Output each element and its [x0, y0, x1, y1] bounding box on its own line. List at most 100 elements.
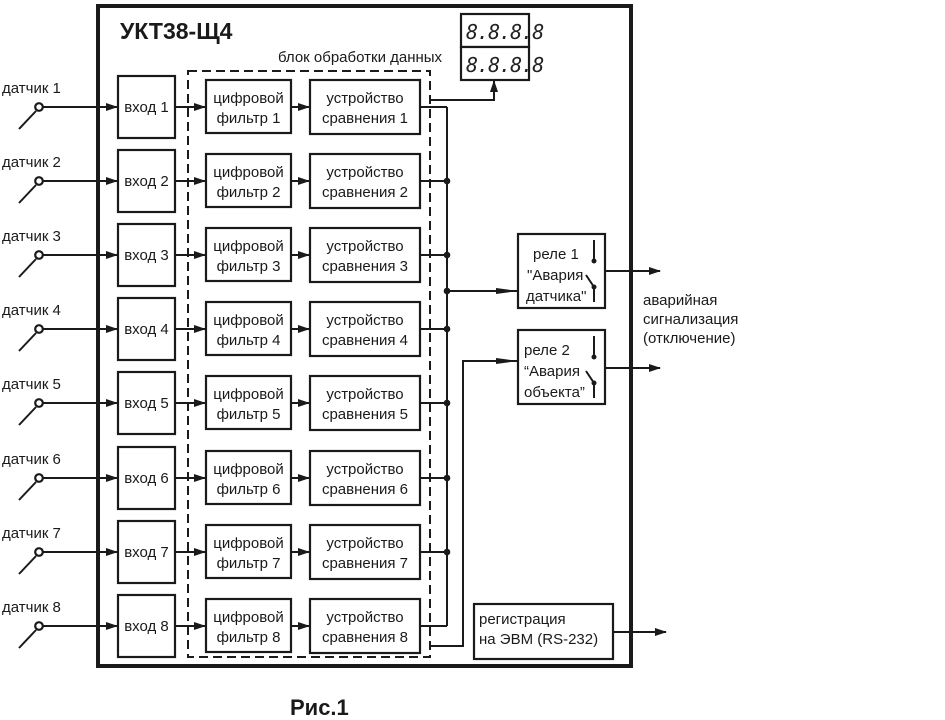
filter-block	[204, 374, 293, 431]
filter-label-2: фильтр 5	[217, 406, 281, 423]
input-block	[116, 148, 177, 214]
sensor-label: датчик 4	[2, 302, 61, 319]
junction-dot	[443, 548, 451, 556]
filter-label-1: цифровой	[213, 238, 284, 255]
processing-block-label: блок обработки данных	[278, 49, 443, 66]
comparator-label-1: устройство	[326, 164, 403, 181]
input-label: вход 5	[124, 395, 169, 412]
relay-2-feed-wire	[430, 358, 518, 647]
relay-2-line-2: “Авария	[524, 363, 580, 380]
input-label: вход 4	[124, 321, 169, 338]
figure-caption: Рис.1	[290, 695, 349, 720]
filter-label-2: фильтр 6	[217, 481, 281, 498]
registration-block: регистрация на ЭВМ (RS-232)	[472, 602, 615, 661]
comparator-label-1: устройство	[326, 312, 403, 329]
display-feed-wire	[430, 80, 498, 101]
comparator-label-2: сравнения 1	[322, 110, 408, 127]
junction-dot	[443, 287, 451, 295]
relay-2-contact-icon	[585, 336, 597, 398]
sensor-icon	[18, 473, 44, 501]
sensor-icon	[18, 250, 44, 278]
comparator-label-1: устройство	[326, 386, 403, 403]
filter-label-2: фильтр 2	[217, 184, 281, 201]
junction-dot	[443, 177, 451, 185]
channel-row: датчик 6 вход 6 цифровой фильтр 6 устройство…	[2, 445, 422, 511]
display-row-1: 8.8.8.8	[466, 20, 543, 44]
relay-1-line-1: реле 1	[533, 246, 579, 263]
wiring	[420, 80, 518, 647]
comparator-block	[308, 374, 422, 432]
channel-row: датчик 3 вход 3 цифровой фильтр 3 устройство…	[2, 222, 422, 288]
channel-row: датчик 4 вход 4 цифровой фильтр 4 устройство…	[2, 296, 422, 362]
filter-block	[204, 523, 293, 580]
input-label: вход 2	[124, 173, 169, 190]
filter-block	[204, 226, 293, 283]
sensor-label: датчик 2	[2, 154, 61, 171]
comparator-label-2: сравнения 8	[322, 629, 408, 646]
comparator-label-1: устройство	[326, 461, 403, 478]
sensor-icon	[18, 102, 44, 130]
relay-1-line-2: "Авария	[527, 267, 583, 284]
relay-1-contact-icon	[585, 240, 597, 302]
sensor-icon	[18, 398, 44, 426]
junction-dot	[443, 399, 451, 407]
processing-block-frame	[187, 70, 431, 658]
filter-block	[204, 597, 293, 654]
comparator-label-1: устройство	[326, 535, 403, 552]
alarm-label-1: аварийная	[643, 292, 717, 309]
comparator-block	[308, 523, 422, 581]
relay-1: реле 1 "Авария датчика"	[516, 232, 607, 310]
display-indicator: 8.8.8.8 8.8.8.8	[459, 12, 544, 82]
input-label: вход 6	[124, 470, 169, 487]
sensor-label: датчик 8	[2, 599, 61, 616]
filter-label-2: фильтр 1	[217, 110, 281, 127]
filter-label-1: цифровой	[213, 461, 284, 478]
comparator-label-2: сравнения 3	[322, 258, 408, 275]
sensor-label: датчик 6	[2, 451, 61, 468]
filter-label-1: цифровой	[213, 90, 284, 107]
input-label: вход 1	[124, 99, 169, 116]
comparator-label-1: устройство	[326, 609, 403, 626]
device-title: УКТ38-Щ4	[120, 18, 233, 44]
filter-label-1: цифровой	[213, 535, 284, 552]
comparator-label-2: сравнения 2	[322, 184, 408, 201]
input-label: вход 8	[124, 618, 169, 635]
comparator-block	[308, 449, 422, 507]
filter-block	[204, 152, 293, 209]
comparator-label-1: устройство	[326, 238, 403, 255]
channel-row: датчик 2 вход 2 цифровой фильтр 2 устройство…	[2, 148, 422, 214]
sensor-icon	[18, 621, 44, 649]
input-block	[116, 296, 177, 362]
relay-2-line-3: объекта”	[524, 384, 585, 401]
relay-2-line-1: реле 2	[524, 342, 570, 359]
input-block	[116, 519, 177, 585]
sensor-label: датчик 3	[2, 228, 61, 245]
display-row-2: 8.8.8.8	[466, 53, 543, 77]
sensor-label: датчик 7	[2, 525, 61, 542]
filter-block	[204, 449, 293, 506]
comparator-label-2: сравнения 6	[322, 481, 408, 498]
sensor-label: датчик 5	[2, 376, 61, 393]
filter-label-1: цифровой	[213, 312, 284, 329]
filter-label-1: цифровой	[213, 164, 284, 181]
device-frame	[96, 4, 633, 668]
input-block	[116, 593, 177, 659]
filter-label-2: фильтр 4	[217, 332, 281, 349]
input-label: вход 7	[124, 544, 169, 561]
input-label: вход 3	[124, 247, 169, 264]
relay-1-line-3: датчика"	[526, 288, 586, 305]
filter-label-1: цифровой	[213, 609, 284, 626]
junction-dot	[443, 325, 451, 333]
alarm-label-2: сигнализация	[643, 311, 738, 328]
sensor-icon	[18, 324, 44, 352]
comparator-block	[308, 597, 422, 655]
junction-dot	[443, 474, 451, 482]
registration-line-2: на ЭВМ (RS-232)	[479, 631, 598, 648]
filter-label-2: фильтр 3	[217, 258, 281, 275]
registration-line-1: регистрация	[479, 611, 566, 628]
comparator-label-2: сравнения 5	[322, 406, 408, 423]
